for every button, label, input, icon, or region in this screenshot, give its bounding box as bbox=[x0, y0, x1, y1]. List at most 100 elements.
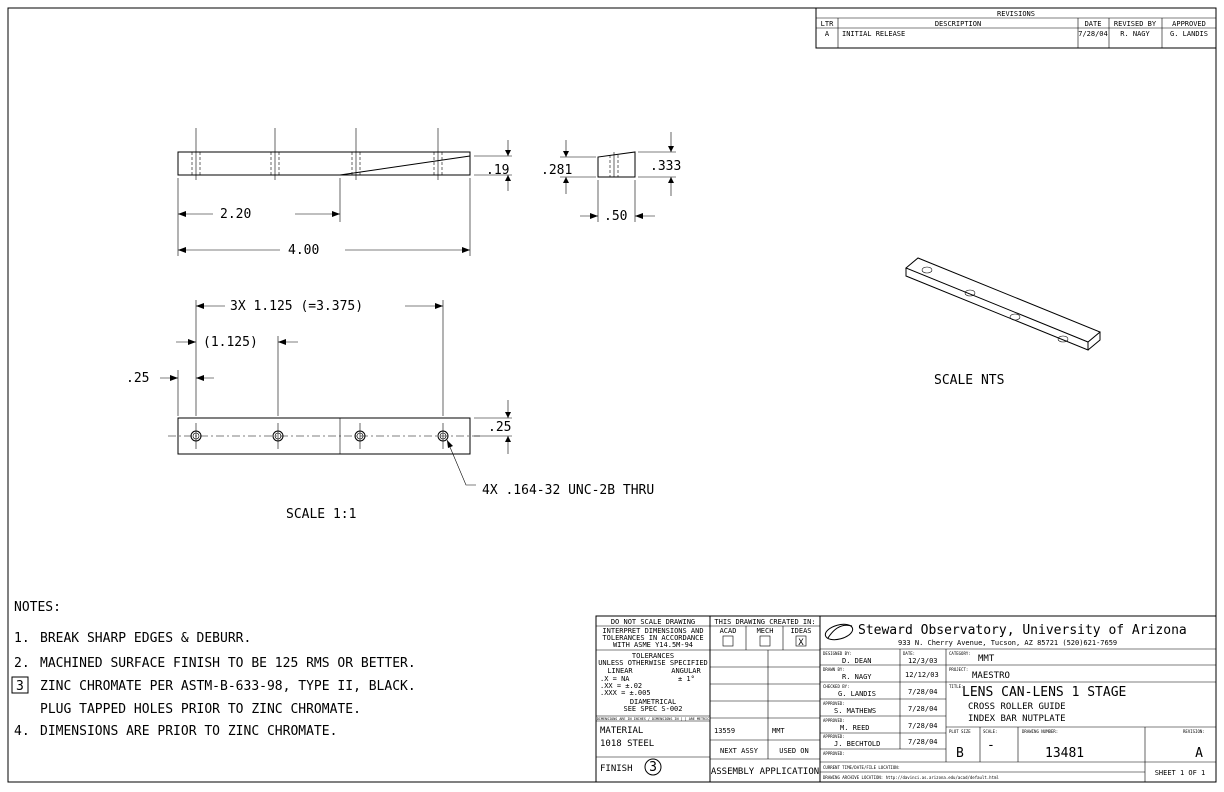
ideas-mark: X bbox=[798, 638, 804, 648]
tapped-hole-1 bbox=[190, 423, 202, 449]
used-on-label: USED ON bbox=[779, 747, 809, 755]
tol-x: .X = NA bbox=[600, 675, 630, 683]
checked-date: 7/28/04 bbox=[908, 688, 938, 696]
approved3-label: APPROVED: bbox=[823, 734, 845, 739]
rev-col-ltr: LTR bbox=[821, 20, 834, 28]
drawn-by-label: DRAWN BY: bbox=[823, 667, 845, 672]
approved1-label: APPROVED: bbox=[823, 701, 845, 706]
tolerances-unless: UNLESS OTHERWISE SPECIFIED bbox=[598, 659, 708, 667]
created-in: THIS DRAWING CREATED IN: bbox=[714, 618, 815, 626]
checkbox-ideas bbox=[795, 635, 807, 647]
approved3: J. BECHTOLD bbox=[834, 740, 880, 748]
dim-hole-pitch: 3X 1.125 (=3.375) bbox=[230, 299, 363, 314]
note-3-num: 3 bbox=[16, 679, 24, 694]
interpret-line-2: TOLERANCES IN ACCORDANCE bbox=[602, 634, 703, 642]
end-view: .281 .333 .50 bbox=[541, 132, 681, 224]
dim-end-left: .281 bbox=[541, 163, 572, 178]
organization-name: Steward Observatory, University of Arizo… bbox=[858, 623, 1187, 638]
checkbox-acad bbox=[722, 635, 734, 647]
tolerances-title: TOLERANCES bbox=[632, 652, 674, 660]
next-assy-value: 13559 bbox=[714, 727, 735, 735]
title-line-3: INDEX BAR NUTPLATE bbox=[968, 714, 1066, 724]
dim-edge-distance: .25 bbox=[126, 371, 149, 386]
tol-spec: SEE SPEC S-002 bbox=[623, 705, 682, 713]
side-view: .19 2.20 4.00 bbox=[177, 128, 512, 258]
top-view: 3X 1.125 (=3.375) (1.125) .25 .25 4X .16… bbox=[126, 299, 654, 498]
note-4-num: 4. bbox=[14, 724, 30, 739]
scale-iso-label: SCALE NTS bbox=[934, 373, 1004, 388]
approved2-label: APPROVED: bbox=[823, 718, 845, 723]
archive-location: DRAWING ARCHIVE LOCATION: http://davinci… bbox=[823, 775, 999, 780]
material-label: MATERIAL bbox=[600, 726, 643, 736]
notes-title: NOTES: bbox=[14, 600, 61, 615]
rev-row-description: INITIAL RELEASE bbox=[842, 30, 905, 38]
category-label: CATEGORY: bbox=[949, 651, 971, 656]
tol-xx: .XX = ±.02 bbox=[600, 682, 642, 690]
dim-end-width: .50 bbox=[604, 209, 627, 224]
checked-by-label: CHECKED BY: bbox=[823, 684, 850, 689]
tapped-hole-4 bbox=[437, 423, 449, 449]
finish-label: FINISH bbox=[600, 764, 633, 774]
designed-by-label: DESIGNED BY: bbox=[823, 651, 852, 656]
interpret-line-3: WITH ASME Y14.5M-94 bbox=[613, 641, 693, 649]
title-line-1: LENS CAN-LENS 1 STAGE bbox=[962, 685, 1126, 700]
dim-end-right: .333 bbox=[650, 159, 681, 174]
note-3-flag bbox=[11, 676, 29, 694]
rev-row-revised-by: R. NAGY bbox=[1120, 30, 1150, 38]
iso-hole-3 bbox=[1009, 313, 1021, 321]
dim-first-hole: (1.125) bbox=[203, 335, 258, 350]
finish-circle bbox=[644, 758, 662, 776]
do-not-scale: DO NOT SCALE DRAWING bbox=[611, 618, 695, 626]
drawing-number-label: DRAWING NUMBER: bbox=[1022, 729, 1058, 734]
rev-col-revised-by: REVISED BY bbox=[1114, 20, 1157, 28]
iso-hole-1 bbox=[921, 266, 933, 274]
approved4-label: APPROVED: bbox=[823, 751, 845, 756]
dims-note: DIMENSIONS ARE IN INCHES / DIMENSIONS IN… bbox=[597, 717, 709, 721]
material-value: 1018 STEEL bbox=[600, 739, 654, 749]
tol-ang: ± 1° bbox=[678, 675, 695, 683]
current-time-label: CURRENT TIME/DATE/FILE LOCATION: bbox=[823, 765, 900, 770]
iso-hole-2 bbox=[964, 289, 976, 297]
drawn-by: R. NAGY bbox=[842, 673, 872, 681]
finish-number: 3 bbox=[649, 760, 657, 775]
note-1-num: 1. bbox=[14, 631, 30, 646]
note-2-text: MACHINED SURFACE FINISH TO BE 125 RMS OR… bbox=[40, 656, 416, 671]
rev-row-ltr: A bbox=[825, 30, 830, 38]
used-on-value: MMT bbox=[772, 727, 785, 735]
note-3-text: ZINC CHROMATE PER ASTM-B-633-98, TYPE II… bbox=[40, 679, 416, 694]
revisions-title: REVISIONS bbox=[997, 10, 1035, 18]
tapped-hole-2 bbox=[272, 423, 284, 449]
tol-xxx: .XXX = ±.005 bbox=[600, 689, 651, 697]
cad-mech: MECH bbox=[757, 627, 774, 635]
approved3-date: 7/28/04 bbox=[908, 738, 938, 746]
note-1-text: BREAK SHARP EDGES & DEBURR. bbox=[40, 631, 251, 646]
tapped-hole-3 bbox=[354, 423, 366, 449]
project: MAESTRO bbox=[972, 671, 1010, 681]
title-line-2: CROSS ROLLER GUIDE bbox=[968, 702, 1066, 712]
sheet-number: SHEET 1 OF 1 bbox=[1155, 769, 1206, 777]
steward-observatory-logo bbox=[824, 623, 854, 641]
cad-acad: ACAD bbox=[720, 627, 737, 635]
dim-hole-offset: .25 bbox=[488, 420, 511, 435]
revision-label: REVISION: bbox=[1183, 729, 1205, 734]
rev-row-approved: G. LANDIS bbox=[1170, 30, 1208, 38]
drawing-number: 13481 bbox=[1045, 746, 1084, 761]
designed-date: 12/3/03 bbox=[908, 657, 938, 665]
checked-by: G. LANDIS bbox=[838, 690, 876, 698]
checkbox-mech bbox=[759, 635, 771, 647]
tol-diametrical: DIAMETRICAL bbox=[630, 698, 676, 706]
approved1: S. MATHEWS bbox=[834, 707, 876, 715]
rev-col-approved: APPROVED bbox=[1172, 20, 1206, 28]
title-label: TITLE: bbox=[949, 684, 963, 689]
cad-ideas: IDEAS bbox=[790, 627, 811, 635]
next-assy-label: NEXT ASSY bbox=[720, 747, 759, 755]
plot-size: B bbox=[956, 746, 964, 761]
scale-main-label: SCALE 1:1 bbox=[286, 507, 356, 522]
approved2: M. REED bbox=[840, 724, 870, 732]
note-4-text: DIMENSIONS ARE PRIOR TO ZINC CHROMATE. bbox=[40, 724, 337, 739]
dim-side-length-2: 4.00 bbox=[288, 243, 319, 258]
isometric-view bbox=[905, 257, 1101, 351]
revision-letter: A bbox=[1195, 746, 1203, 761]
note-2-num: 2. bbox=[14, 656, 30, 671]
